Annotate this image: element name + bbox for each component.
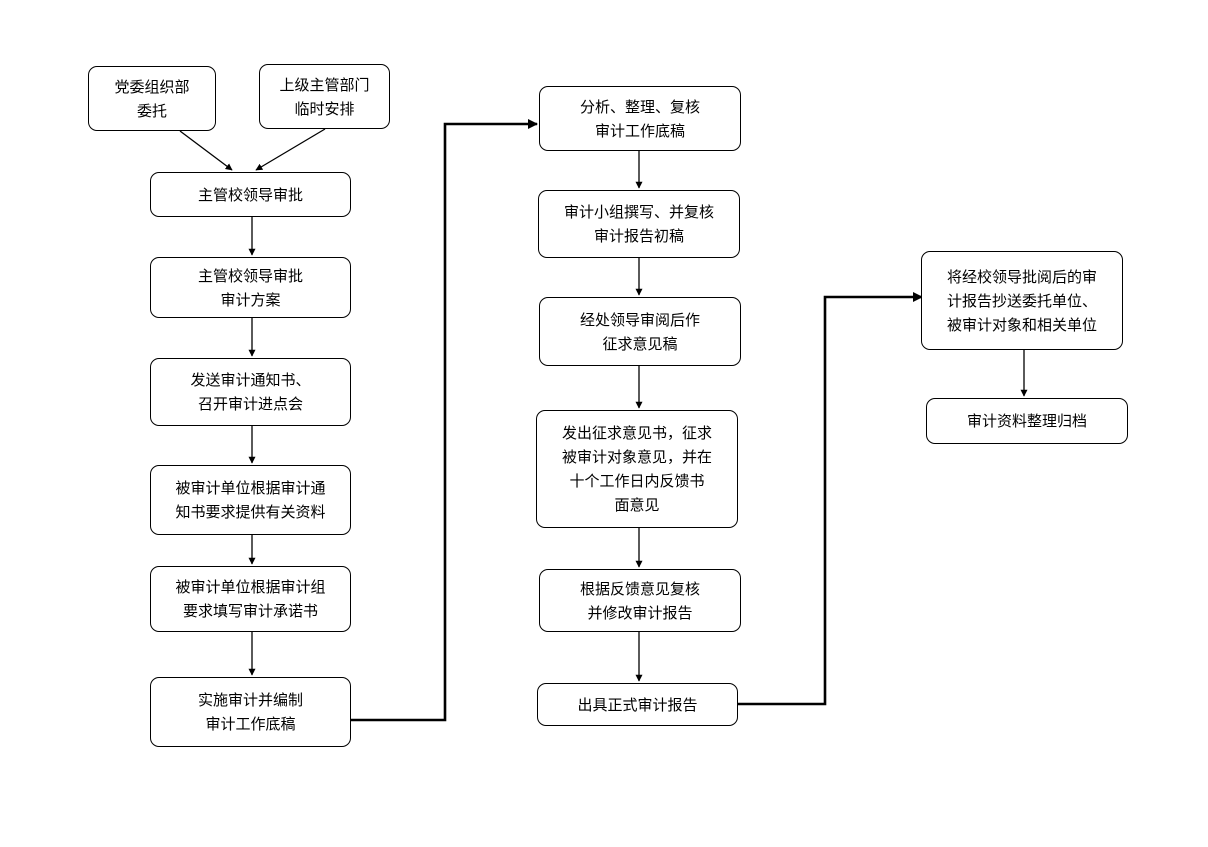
node-fill-commitment: 被审计单位根据审计组 要求填写审计承诺书 [150, 566, 351, 632]
node-archive-materials: 审计资料整理归档 [926, 398, 1128, 444]
node-send-notice: 发送审计通知书、 召开审计进点会 [150, 358, 351, 426]
node-leader-approval-label: 主管校领导审批 [197, 185, 303, 204]
node-provide-materials-label: 被审计单位根据审计通 知书要求提供有关资料 [175, 479, 326, 521]
node-archive-materials-label: 审计资料整理归档 [966, 412, 1087, 430]
node-leader-review-label: 经处领导审阅后作 征求意见稿 [579, 310, 700, 353]
node-approve-plan-label: 主管校领导审批 审计方案 [197, 266, 303, 309]
node-solicit-feedback-label: 发出征求意见书，征求 被审计对象意见，并在 十个工作日内反馈书 面意见 [561, 424, 712, 514]
node-revise-report-label: 根据反馈意见复核 并修改审计报告 [579, 579, 700, 622]
node-implement-audit-label: 实施审计并编制 审计工作底稿 [197, 691, 303, 733]
node-final-report: 出具正式审计报告 [537, 683, 738, 726]
node-leader-review: 经处领导审阅后作 征求意见稿 [539, 297, 741, 366]
node-draft-report: 审计小组撰写、并复核 审计报告初稿 [538, 190, 740, 258]
node-provide-materials: 被审计单位根据审计通 知书要求提供有关资料 [150, 465, 351, 535]
node-approve-plan: 主管校领导审批 审计方案 [150, 257, 351, 318]
node-distribute-report-label: 将经校领导批阅后的审 计报告抄送委托单位、 被审计对象和相关单位 [946, 267, 1097, 334]
node-revise-report: 根据反馈意见复核 并修改审计报告 [539, 569, 741, 632]
arrow-party-to-approve [179, 130, 233, 171]
node-draft-report-label: 审计小组撰写、并复核 审计报告初稿 [563, 203, 714, 245]
node-superior-department-label: 上级主管部门 临时安排 [279, 75, 370, 118]
node-leader-approval: 主管校领导审批 [150, 172, 351, 217]
node-send-notice-label: 发送审计通知书、 召开审计进点会 [190, 371, 311, 413]
arrow-implement-to-analyze [351, 119, 538, 722]
node-analyze-papers-label: 分析、整理、复核 审计工作底稿 [579, 97, 700, 140]
arrow-final-to-send [738, 292, 923, 706]
arrow-superior-to-approve [255, 128, 326, 171]
node-party-committee-label: 党委组织部 委托 [114, 77, 190, 120]
node-analyze-papers: 分析、整理、复核 审计工作底稿 [539, 86, 741, 151]
node-final-report-label: 出具正式审计报告 [577, 695, 698, 714]
node-party-committee: 党委组织部 委托 [88, 66, 216, 131]
node-fill-commitment-label: 被审计单位根据审计组 要求填写审计承诺书 [175, 578, 326, 620]
node-distribute-report: 将经校领导批阅后的审 计报告抄送委托单位、 被审计对象和相关单位 [921, 251, 1123, 350]
node-solicit-feedback: 发出征求意见书，征求 被审计对象意见，并在 十个工作日内反馈书 面意见 [536, 410, 738, 528]
node-implement-audit: 实施审计并编制 审计工作底稿 [150, 677, 351, 747]
node-superior-department: 上级主管部门 临时安排 [259, 64, 390, 129]
